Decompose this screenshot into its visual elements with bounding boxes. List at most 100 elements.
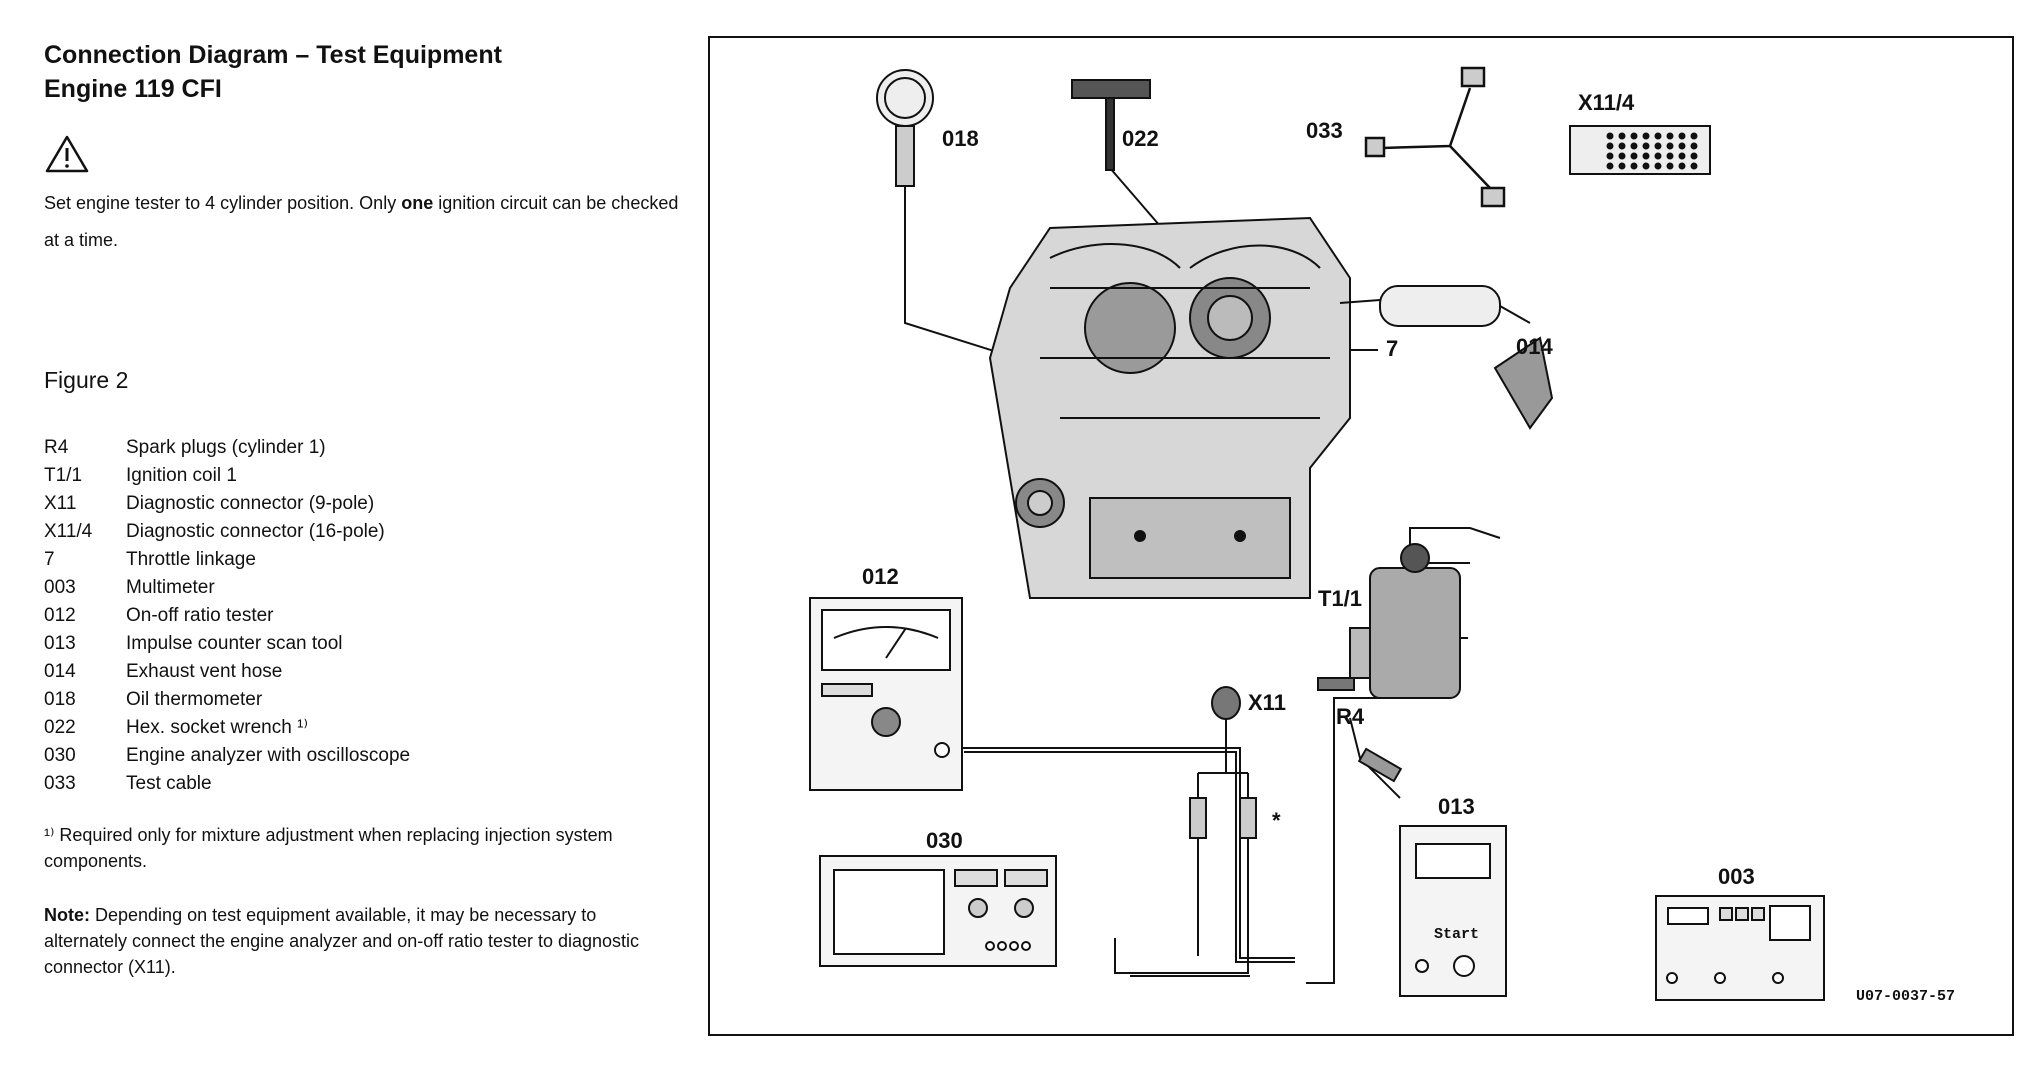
connector-pin <box>1630 162 1638 170</box>
legend-description: On-off ratio tester <box>126 605 274 626</box>
legend-code: X11/4 <box>44 521 93 542</box>
legend-code: 003 <box>44 577 76 598</box>
legend-description: Diagnostic connector (9-pole) <box>126 493 375 514</box>
connector-pin <box>1654 152 1662 160</box>
label-018: 018 <box>942 126 979 151</box>
legend-code: 013 <box>44 633 76 654</box>
note-text: Note: Depending on test equipment availa… <box>44 905 640 977</box>
connector-pin <box>1678 142 1686 150</box>
legend-description: Spark plugs (cylinder 1) <box>126 437 326 458</box>
label-003: 003 <box>1718 864 1755 889</box>
legend-row: 013 Impulse counter scan tool <box>44 630 684 658</box>
label-022: 022 <box>1122 126 1159 151</box>
legend-row: 003 Multimeter <box>44 574 684 602</box>
connector-pin <box>1618 162 1626 170</box>
warning-triangle-icon <box>45 135 89 173</box>
wire-012-to-x11 <box>960 747 1295 959</box>
label-014: 014 <box>1516 334 1553 359</box>
label-r4: R4 <box>1336 704 1365 729</box>
connector-pin <box>1606 142 1614 150</box>
connector-pin <box>1666 152 1674 160</box>
connector-pin <box>1630 152 1638 160</box>
connector-pin <box>1654 132 1662 140</box>
connector-pin <box>1630 132 1638 140</box>
connector-pin <box>1606 132 1614 140</box>
warning-text: Set engine tester to 4 cylinder position… <box>44 193 679 250</box>
legend-description: Oil thermometer <box>126 689 263 710</box>
legend-description: Exhaust vent hose <box>126 661 283 682</box>
legend-description: Ignition coil 1 <box>126 465 237 486</box>
legend-row: 7 Throttle linkage <box>44 546 684 574</box>
connector-pin <box>1666 142 1674 150</box>
connector-pin <box>1690 142 1698 150</box>
footnote: ¹⁾ Required only for mixture adjustment … <box>44 825 613 871</box>
legend-code: 018 <box>44 689 76 710</box>
connector-pin <box>1642 142 1650 150</box>
page-title-line2: Engine 119 CFI <box>44 75 222 103</box>
label-030: 030 <box>926 828 963 853</box>
reference-code: U07-0037-57 <box>1856 988 1955 1005</box>
connector-pin <box>1678 132 1686 140</box>
figure-label: Figure 2 <box>44 367 129 393</box>
connector-pin <box>1618 152 1626 160</box>
label-033: 033 <box>1306 118 1343 143</box>
connector-pin <box>1642 132 1650 140</box>
legend-description: Throttle linkage <box>126 549 256 570</box>
connector-pin <box>1690 152 1698 160</box>
legend-code: 033 <box>44 773 76 794</box>
legend-row: R4 Spark plugs (cylinder 1) <box>44 434 684 462</box>
legend-description: Engine analyzer with oscilloscope <box>126 745 411 766</box>
legend-row: 018 Oil thermometer <box>44 686 684 714</box>
wire-x11-to-030 <box>1114 838 1249 974</box>
engine-analyzer-030 <box>819 855 1057 967</box>
legend-description: Multimeter <box>126 577 215 598</box>
exhaust-vent-hose-014 <box>1339 285 1554 430</box>
diagnostic-connector-x11 <box>1189 686 1257 839</box>
legend-code: 012 <box>44 605 76 626</box>
legend-code: 022 <box>44 717 76 738</box>
connector-pin <box>1642 152 1650 160</box>
label-x11: X11 <box>1248 690 1286 715</box>
text-column: Connection Diagram – Test Equipment Engi… <box>44 38 684 980</box>
label-7: 7 <box>1386 336 1398 361</box>
legend-description: Impulse counter scan tool <box>126 633 343 654</box>
on-off-ratio-tester-012 <box>809 597 963 791</box>
legend-row: 014 Exhaust vent hose <box>44 658 684 686</box>
connection-diagram: 018 022 033 X11/4 014 7 012 X11 T1/1 R4 … <box>809 66 1955 1005</box>
connector-pin <box>1606 152 1614 160</box>
legend-row: X11/4 Diagnostic connector (16-pole) <box>44 518 684 546</box>
connector-pin <box>1690 162 1698 170</box>
diagram-frame: 018 022 033 X11/4 014 7 012 X11 T1/1 R4 … <box>708 36 2014 1036</box>
label-012: 012 <box>862 564 899 589</box>
legend-row: 022 Hex. socket wrench ¹⁾ <box>44 714 684 742</box>
legend-description: Test cable <box>126 773 212 794</box>
label-t1-1: T1/1 <box>1318 586 1362 611</box>
label-013: 013 <box>1438 794 1475 819</box>
legend-code: 7 <box>44 549 55 570</box>
label-asterisk: * <box>1272 808 1281 833</box>
ignition-coil-t1-1 <box>1349 527 1501 699</box>
connector-pin <box>1630 142 1638 150</box>
label-x11-4: X11/4 <box>1578 90 1635 115</box>
legend-code: 014 <box>44 661 76 682</box>
connector-pin <box>1666 162 1674 170</box>
connector-pin <box>1642 162 1650 170</box>
legend-code: X11 <box>44 493 77 514</box>
connector-pin <box>1678 152 1686 160</box>
legend-row: 033 Test cable <box>44 770 684 798</box>
connector-pin <box>1666 132 1674 140</box>
legend-description: Diagnostic connector (16-pole) <box>126 521 385 542</box>
diagnostic-connector-x11-4 <box>1569 125 1711 175</box>
impulse-counter-scan-tool-013 <box>1399 825 1507 997</box>
legend-description: Hex. socket wrench ¹⁾ <box>126 717 309 738</box>
legend-code: R4 <box>44 437 69 458</box>
multimeter-003 <box>1655 895 1825 1001</box>
spark-plug-r4 <box>1317 677 1403 799</box>
connector-pin <box>1654 162 1662 170</box>
connector-pin <box>1690 132 1698 140</box>
connector-pin <box>1606 162 1614 170</box>
legend-row: X11 Diagnostic connector (9-pole) <box>44 490 684 518</box>
engine-119 <box>988 216 1351 599</box>
